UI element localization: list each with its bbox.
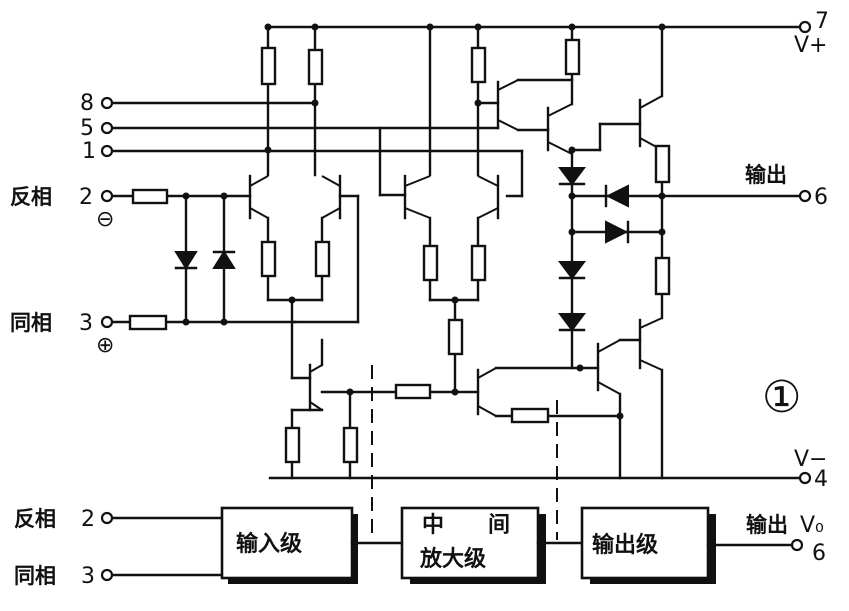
block-diagram — [100, 506, 804, 584]
terminals — [100, 20, 812, 485]
noninverting-pin-top: 3 — [79, 311, 93, 336]
noninverting-label-top: 同相 — [10, 311, 52, 335]
inverting-label-bottom: 反相 — [14, 507, 56, 531]
vo-label: V₀ — [800, 513, 824, 538]
inverting-pin-top: 2 — [79, 185, 93, 210]
input-network — [110, 188, 297, 331]
pin4-label: 4 — [814, 467, 828, 492]
minus-sign-icon: ⊖ — [96, 207, 114, 232]
plus-sign-icon: ⊕ — [96, 333, 114, 358]
output-pin-bottom: 6 — [812, 541, 826, 566]
pin5-label: 5 — [80, 116, 94, 141]
gain-stage — [284, 338, 622, 480]
inverting-pin-bottom: 2 — [81, 507, 95, 532]
offset-pins — [110, 101, 524, 198]
figure-number: ① — [762, 372, 801, 423]
pin7-label: 7 — [815, 9, 829, 34]
input-stage-block: 输入级 — [236, 531, 302, 557]
vplus-label: V+ — [794, 33, 827, 58]
output-label-top: 输出 — [745, 163, 787, 187]
middle-stage-block-line1: 中 间 — [422, 513, 510, 538]
stage-dividers — [371, 365, 558, 540]
inverting-label-top: 反相 — [10, 185, 52, 209]
noninverting-label-bottom: 同相 — [14, 564, 56, 588]
output-stage-block: 输出级 — [592, 532, 658, 558]
pin8-label: 8 — [80, 91, 94, 116]
vminus-label: V− — [794, 447, 827, 472]
output-pin-top: 6 — [814, 185, 828, 210]
input-stage-transistors — [248, 25, 360, 380]
output-label-bottom: 输出 — [746, 513, 788, 537]
output-stage-circuit — [474, 23, 802, 480]
noninverting-pin-bottom: 3 — [81, 564, 95, 589]
middle-stage-block-line2: 放大级 — [419, 546, 486, 572]
supply-rails — [266, 25, 802, 480]
pin1-label: 1 — [82, 139, 96, 164]
middle-stage-transistors — [264, 23, 500, 394]
